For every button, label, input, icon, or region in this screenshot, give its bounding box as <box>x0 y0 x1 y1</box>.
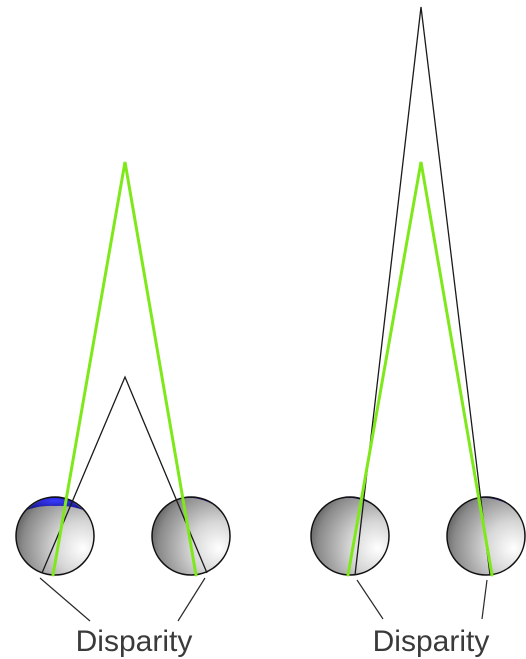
fixation-sight-lines <box>346 161 494 577</box>
eyeball-outline <box>310 496 390 576</box>
eyeball <box>16 497 94 575</box>
left-panel-near-object: Disparity <box>15 161 231 658</box>
right-panel-far-object: Disparity <box>310 6 526 658</box>
left-eye-1 <box>15 496 95 576</box>
disparity-label: Disparity <box>76 625 193 658</box>
fixation-sight-lines <box>51 161 198 577</box>
disparity-label: Disparity <box>373 625 490 658</box>
eyeball-outline <box>446 496 526 576</box>
disparity-leader-left <box>39 577 91 622</box>
disparity-leader-right <box>177 577 206 622</box>
eyeball <box>311 497 389 575</box>
left-eye-2 <box>310 496 390 576</box>
disparity-leader-left <box>356 579 384 620</box>
disparity-leader-right <box>481 579 488 620</box>
eyeball-outline <box>15 496 95 576</box>
eyeball-outline <box>151 496 231 576</box>
object-sight-lines <box>41 375 208 574</box>
right-eye-1 <box>151 496 231 576</box>
object-sight-lines <box>354 6 491 576</box>
